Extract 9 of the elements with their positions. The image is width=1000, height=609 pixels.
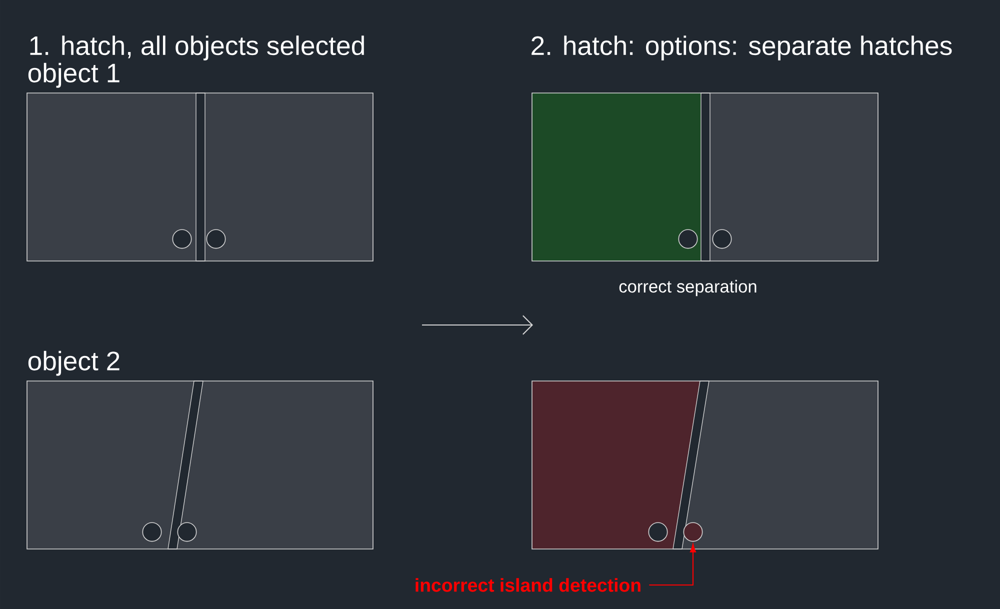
object-heading: object 2 — [28, 350, 120, 376]
object-heading: object 1 — [28, 62, 120, 88]
column-heading: 1. hatch, all objects selected — [30, 36, 364, 60]
column-heading: 2. hatch: options: separate hatches — [532, 36, 952, 60]
node-label: correct separation — [619, 280, 756, 296]
hatched-panel — [532, 380, 878, 550]
leader-arrow — [649, 544, 696, 586]
island-circle — [683, 522, 703, 542]
warning-text: incorrect island detection — [416, 578, 640, 592]
